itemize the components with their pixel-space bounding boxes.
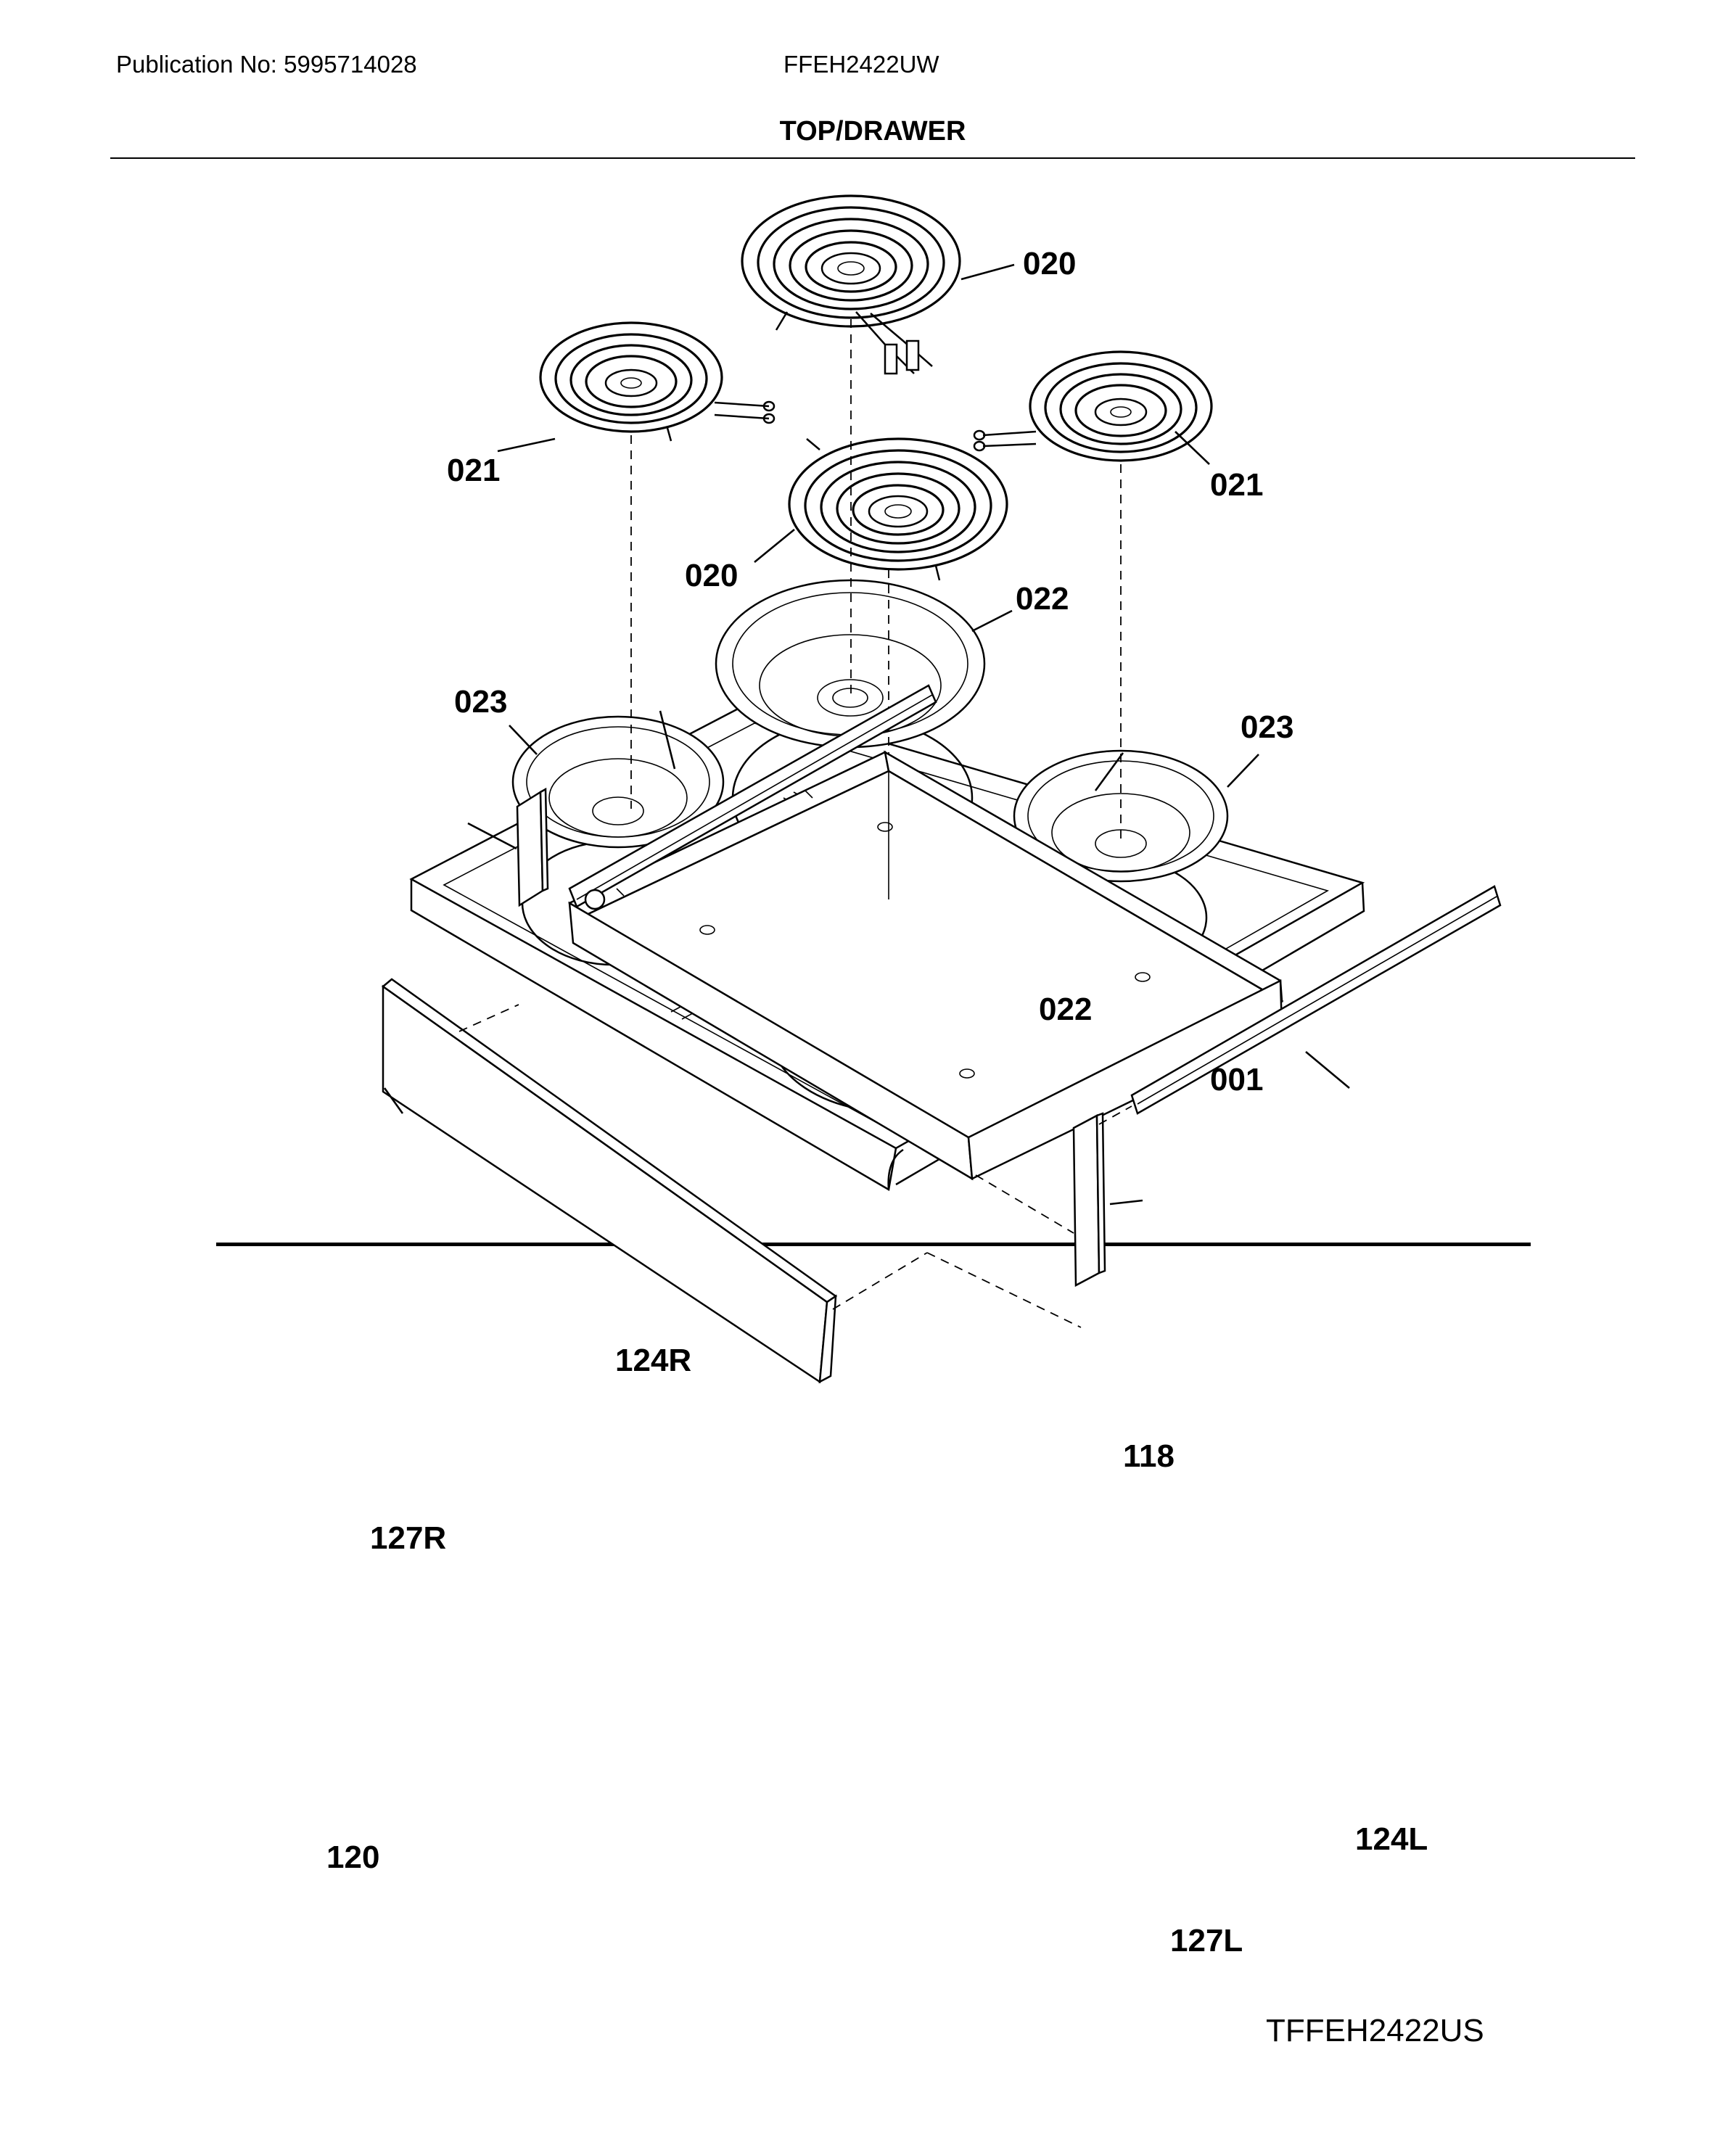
header-rule <box>110 157 1635 159</box>
surface-element-021-left <box>539 321 776 442</box>
callout-118: 118 <box>1123 1438 1175 1474</box>
drawer-slide-124R-drawing <box>568 684 937 910</box>
model-number: FFEH2422UW <box>783 51 939 78</box>
surface-element-020-middle <box>788 437 1008 581</box>
drawer-front-120-drawing <box>381 978 838 1384</box>
drawer-slide-124L-drawing <box>1130 885 1502 1115</box>
callout-021-left: 021 <box>447 453 500 488</box>
drawer-118-drawing <box>568 750 1284 1181</box>
callout-124R: 124R <box>615 1343 691 1378</box>
surface-element-020-top <box>741 194 961 375</box>
callout-023-left: 023 <box>454 684 507 720</box>
callout-020-middle: 020 <box>685 558 738 593</box>
callout-022-bottom: 022 <box>1039 992 1092 1027</box>
section-title: TOP/DRAWER <box>779 116 966 147</box>
drip-bowl-022-top <box>715 579 986 749</box>
section-divider <box>216 1243 1531 1246</box>
surface-element-021-right <box>973 350 1213 462</box>
drawer-alignment-lines <box>458 1004 1132 1328</box>
callout-021-right: 021 <box>1210 467 1263 503</box>
drawer-bracket-127L-drawing <box>1072 1112 1106 1288</box>
callout-120: 120 <box>326 1840 379 1875</box>
drawer-bracket-127R-drawing <box>516 787 549 907</box>
callout-127L: 127L <box>1170 1923 1243 1958</box>
publication-number: Publication No: 5995714028 <box>116 51 417 78</box>
callout-124L: 124L <box>1355 1821 1428 1857</box>
drawer-leader-lines <box>383 710 1350 1206</box>
callout-022-top: 022 <box>1016 581 1069 617</box>
callout-127R: 127R <box>370 1520 446 1556</box>
callout-020-top: 020 <box>1023 246 1076 281</box>
callout-023-right: 023 <box>1241 709 1293 745</box>
callout-001: 001 <box>1210 1062 1263 1097</box>
diagram-code: TFFEH2422US <box>1266 2013 1484 2048</box>
